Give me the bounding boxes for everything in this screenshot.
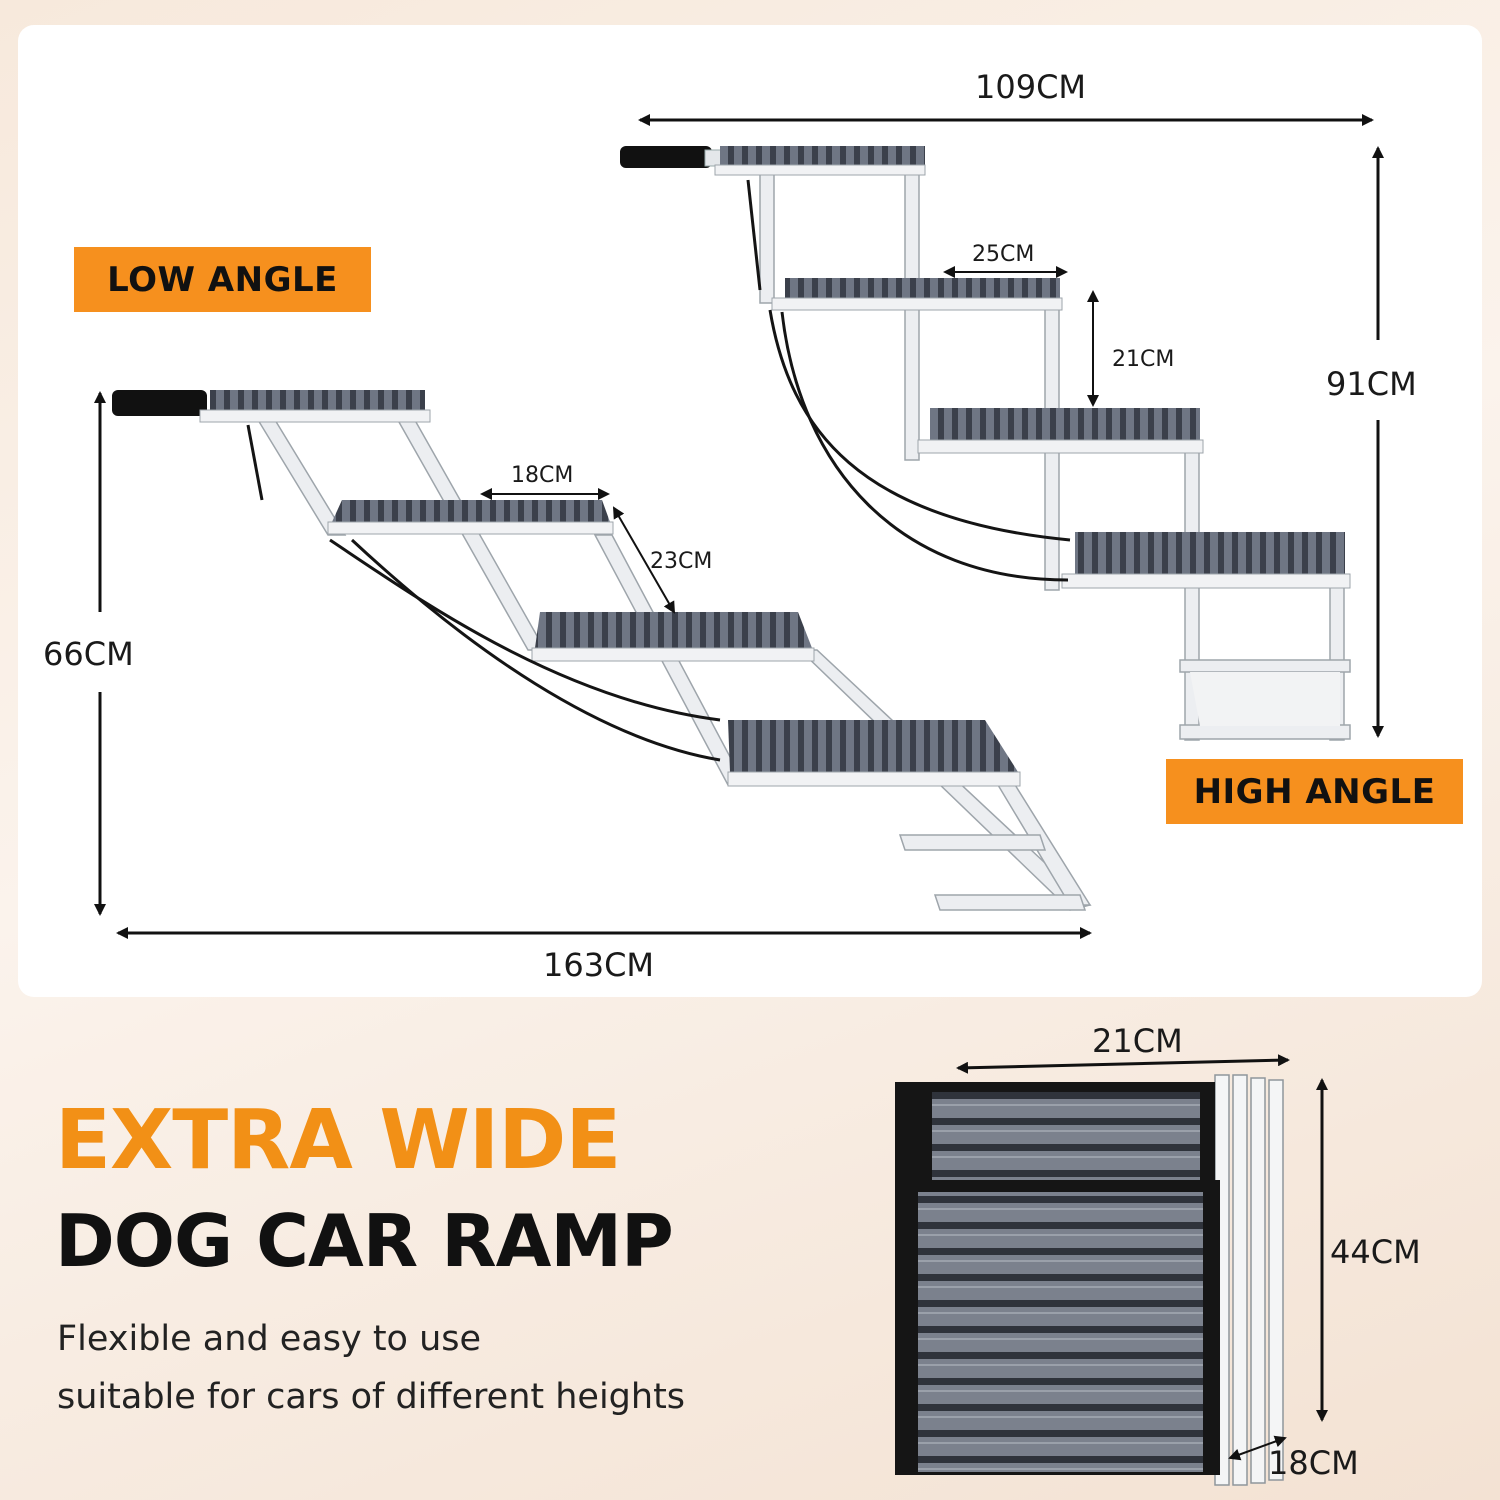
low-angle-ramp xyxy=(112,390,1092,911)
low-steps xyxy=(199,390,1021,787)
high-height-label: 91CM xyxy=(1326,365,1417,403)
subtitle-line-2: suitable for cars of different heights xyxy=(57,1377,686,1417)
high-steps xyxy=(714,146,1351,589)
low-step-depth-label: 18CM xyxy=(511,463,574,488)
low-step-rise-label: 23CM xyxy=(650,549,713,574)
headline-extra-wide: EXTRA WIDE xyxy=(55,1093,621,1188)
folded-width-line xyxy=(956,1054,1290,1074)
high-step-rise-label: 21CM xyxy=(1112,347,1175,372)
high-step-depth-label: 25CM xyxy=(972,242,1035,267)
headline-dog-car-ramp: DOG CAR RAMP xyxy=(55,1199,674,1283)
folded-height-label: 44CM xyxy=(1330,1233,1421,1271)
folded-ramp xyxy=(895,1074,1284,1486)
dimension-lines xyxy=(94,114,1384,1461)
low-width-label: 163CM xyxy=(543,946,655,984)
folded-width-label: 21CM xyxy=(1092,1022,1183,1060)
folded-depth-line xyxy=(1228,1435,1287,1461)
low-step-rise-line xyxy=(613,506,675,614)
high-handle-grip xyxy=(620,146,712,168)
subtitle-line-1: Flexible and easy to use xyxy=(57,1319,482,1359)
high-width-label: 109CM xyxy=(975,68,1087,106)
high-angle-badge: HIGH ANGLE xyxy=(1166,759,1463,824)
high-angle-ramp xyxy=(620,146,1351,741)
low-height-label: 66CM xyxy=(43,635,134,673)
low-handle-grip xyxy=(112,390,207,416)
folded-depth-label: 18CM xyxy=(1268,1444,1359,1482)
low-angle-badge: LOW ANGLE xyxy=(74,247,371,312)
